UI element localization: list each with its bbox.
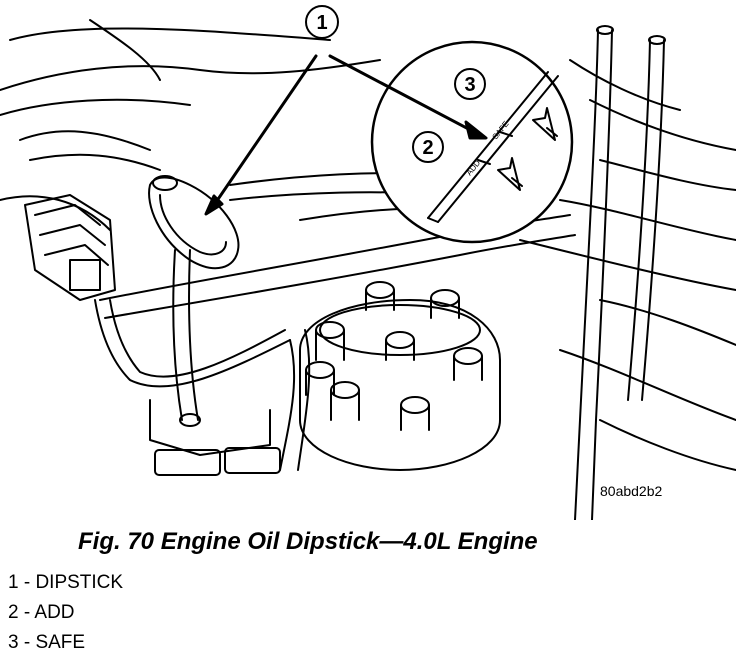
legend-item: 2 - ADD xyxy=(8,602,75,623)
legend-item: 3 - SAFE xyxy=(8,632,86,653)
callout-1-leaders xyxy=(204,54,488,216)
spark-plug-towers xyxy=(305,281,483,431)
legend-item: 1 - DIPSTICK xyxy=(8,572,124,593)
arrow-icon xyxy=(497,157,523,191)
dipstick-blade xyxy=(427,71,559,223)
legend: 1 - DIPSTICK 2 - ADD 3 - SAFE xyxy=(8,572,123,662)
wires xyxy=(574,25,666,520)
figure-caption: Fig. 70 Engine Oil Dipstick—4.0L Engine xyxy=(78,528,538,555)
dipstick-tube xyxy=(172,249,201,427)
distributor-cap xyxy=(299,281,501,471)
electrical-connector xyxy=(24,194,116,301)
engine-illustration: ADD SAFE 3 2 1 xyxy=(0,5,736,520)
bottom-components xyxy=(149,399,281,476)
wiring-harness xyxy=(94,299,311,471)
engine-background-lines xyxy=(0,19,736,471)
callout-3-label: 3 xyxy=(464,74,475,96)
callout-1-circle xyxy=(305,5,339,39)
figure-id: 80abd2b2 xyxy=(600,483,663,499)
arrow-icon xyxy=(532,107,558,141)
magnified-view: ADD SAFE 3 2 xyxy=(370,40,574,244)
dipstick-handle xyxy=(148,175,240,270)
callout-1-label: 1 xyxy=(316,12,327,34)
callout-2-circle xyxy=(412,131,444,163)
callout-3-circle xyxy=(454,68,486,100)
callout-2-label: 2 xyxy=(422,137,433,159)
